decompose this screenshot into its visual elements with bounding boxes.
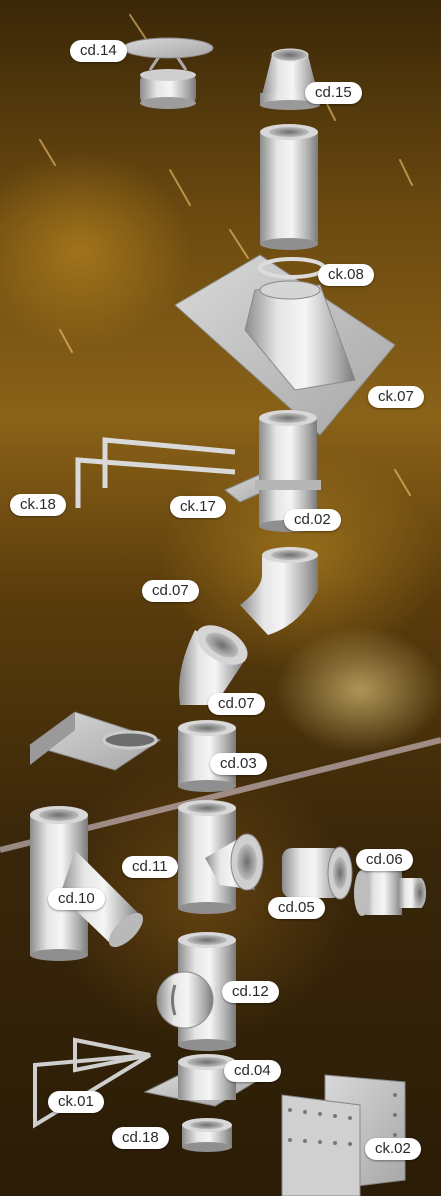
cd11-tee-part <box>178 800 264 914</box>
label-cd05: cd.05 <box>268 897 325 919</box>
label-cd03: cd.03 <box>210 753 267 775</box>
label-cd04: cd.04 <box>224 1060 281 1082</box>
cd15-cone-part <box>260 48 320 110</box>
ck18-wall-bracket-part <box>75 437 236 508</box>
cd18-ring-part <box>182 1118 232 1152</box>
label-cd10: cd.10 <box>48 888 105 910</box>
label-cd02: cd.02 <box>284 509 341 531</box>
spark-streaks <box>39 14 413 496</box>
label-cd11: cd.11 <box>122 856 178 878</box>
label-cd15: cd.15 <box>305 82 362 104</box>
straight-pipe-part <box>260 124 318 250</box>
ck01-wall-bracket-part <box>33 1037 152 1129</box>
label-ck07: ck.07 <box>368 386 424 408</box>
label-ck01: ck.01 <box>48 1091 104 1113</box>
label-ck02: ck.02 <box>365 1138 421 1160</box>
label-cd06: cd.06 <box>356 849 413 871</box>
label-ck17: ck.17 <box>170 496 226 518</box>
label-cd07-upper: cd.07 <box>142 580 199 602</box>
ck07-roof-plate-part <box>174 254 396 436</box>
cd14-rain-cap-part <box>122 37 214 109</box>
cd05-reducer-part <box>282 846 353 900</box>
wall-support-plate-part <box>28 711 162 771</box>
label-ck18: ck.18 <box>10 494 66 516</box>
cd06-adapter-part <box>354 870 426 916</box>
ck02-panels-part <box>281 1074 406 1196</box>
cd07-elbow-upper-part <box>240 547 318 635</box>
cd07-elbow-lower-part <box>179 625 248 705</box>
label-cd18: cd.18 <box>112 1127 169 1149</box>
label-cd07-lower: cd.07 <box>208 693 265 715</box>
label-ck08: ck.08 <box>318 264 374 286</box>
label-cd14: cd.14 <box>70 40 127 62</box>
label-cd12: cd.12 <box>222 981 279 1003</box>
